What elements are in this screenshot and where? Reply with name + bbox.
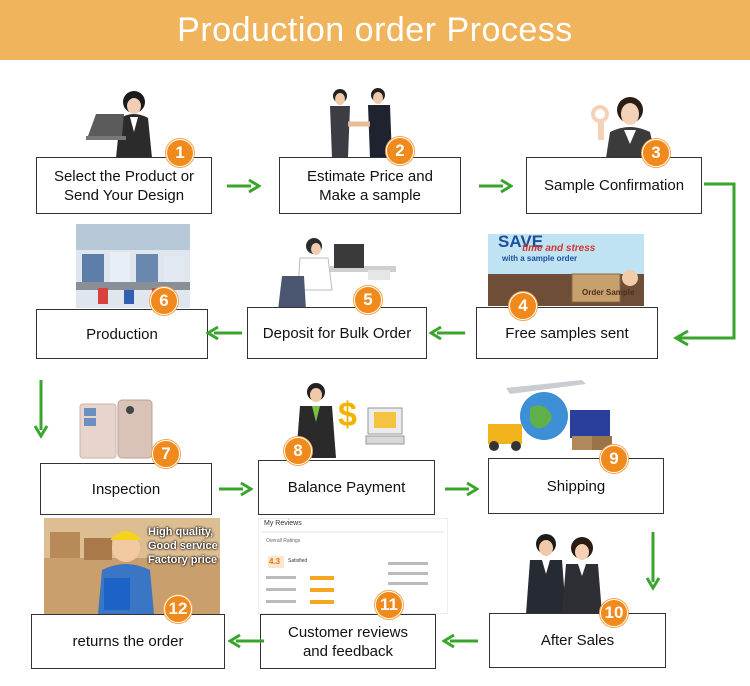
arrow-6-to-7 bbox=[32, 378, 50, 440]
step-10-badge: 10 bbox=[600, 599, 628, 627]
arrow-4-to-5 bbox=[429, 324, 469, 342]
rating-score: 4.3 bbox=[269, 557, 281, 566]
sample-order-banner: SAVE time and stress with a sample order… bbox=[488, 232, 644, 306]
step-9-label: Shipping bbox=[546, 477, 606, 495]
worker-quality-picture: High quality, Good service Factory price bbox=[44, 518, 220, 614]
step-10-box: After Sales bbox=[489, 613, 666, 668]
step-10-label: After Sales bbox=[540, 632, 615, 649]
step-4-box: Free samples sent bbox=[476, 307, 658, 359]
arrow-2-to-3 bbox=[477, 177, 513, 195]
quality-line-2: Good service bbox=[148, 540, 218, 552]
page-title: Production order Process bbox=[177, 10, 573, 49]
arrow-1-to-2 bbox=[225, 177, 261, 195]
arrow-8-to-9 bbox=[443, 480, 479, 498]
step-3-badge: 3 bbox=[642, 139, 670, 167]
reviews-panel-picture: My Reviews Overall Ratings 4.3 Satisfied bbox=[258, 518, 448, 614]
step-4-badge: 4 bbox=[509, 292, 537, 320]
header-banner: Production order Process bbox=[0, 0, 750, 60]
step-2-box: Estimate Price and Make a sample bbox=[279, 157, 461, 214]
step-5-label: Deposit for Bulk Order bbox=[262, 324, 412, 342]
step-9-badge: 9 bbox=[600, 445, 628, 473]
step-8-label: Balance Payment bbox=[287, 479, 406, 496]
step-9-box: Shipping bbox=[488, 458, 664, 514]
desk-worker-picture bbox=[270, 236, 396, 310]
step-6-box: Production bbox=[36, 309, 208, 359]
arrow-7-to-8 bbox=[217, 480, 253, 498]
order-sample-box-text: Order Sample bbox=[582, 288, 635, 297]
arrow-11-to-12 bbox=[228, 632, 268, 650]
step-11-badge: 11 bbox=[375, 591, 403, 619]
step-12-label: returns the order bbox=[72, 633, 184, 650]
laptop-user-picture bbox=[82, 84, 172, 158]
svg-text:$: $ bbox=[338, 396, 357, 434]
support-agents-picture bbox=[516, 530, 612, 614]
step-7-label: Inspection bbox=[91, 480, 161, 498]
step-11-label: Customer reviews and feedback bbox=[287, 623, 409, 660]
shipping-picture bbox=[486, 374, 620, 458]
quality-line-3: Factory price bbox=[148, 554, 218, 566]
step-8-box: Balance Payment bbox=[258, 460, 435, 515]
save-text: SAVE bbox=[498, 232, 544, 251]
step-6-badge: 6 bbox=[150, 287, 178, 315]
step-3-label: Sample Confirmation bbox=[543, 177, 685, 194]
quality-line-1: High quality, bbox=[148, 526, 214, 538]
reviews-title: My Reviews bbox=[264, 520, 302, 527]
step-8-badge: 8 bbox=[284, 437, 312, 465]
time-stress-text: time and stress bbox=[522, 243, 596, 254]
step-5-box: Deposit for Bulk Order bbox=[247, 307, 427, 359]
overall-ratings-label: Overall Ratings bbox=[266, 538, 301, 544]
step-7-box: Inspection bbox=[40, 463, 212, 515]
step-3-box: Sample Confirmation bbox=[526, 157, 702, 214]
step-7-badge: 7 bbox=[152, 440, 180, 468]
step-4-label: Free samples sent bbox=[505, 324, 629, 342]
step-2-label: Estimate Price and Make a sample bbox=[307, 167, 433, 204]
step-12-badge: 12 bbox=[164, 595, 192, 623]
arrow-10-to-11 bbox=[442, 632, 482, 650]
step-1-label: Select the Product or Send Your Design bbox=[53, 167, 195, 204]
step-12-box: returns the order bbox=[31, 614, 225, 669]
arrow-9-to-10 bbox=[644, 530, 662, 592]
step-2-badge: 2 bbox=[386, 137, 414, 165]
phone-case-picture bbox=[78, 398, 158, 462]
arrow-5-to-6 bbox=[206, 324, 246, 342]
step-6-label: Production bbox=[86, 325, 158, 343]
step-5-badge: 5 bbox=[354, 286, 382, 314]
satisfied-label: Satisfied bbox=[288, 558, 308, 564]
step-11-box: Customer reviews and feedback bbox=[260, 614, 436, 669]
sample-order-text: with a sample order bbox=[502, 254, 578, 263]
step-1-badge: 1 bbox=[166, 139, 194, 167]
handshake-picture bbox=[314, 86, 410, 158]
arrow-3-to-4 bbox=[664, 176, 742, 348]
